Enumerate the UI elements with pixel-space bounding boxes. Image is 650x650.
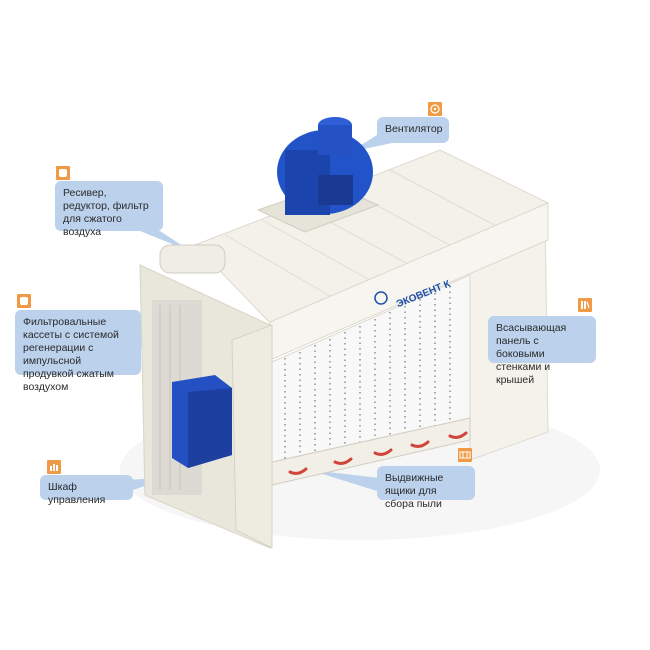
- control-cabinet: [188, 388, 232, 468]
- callout-fan: Вентилятор: [377, 117, 449, 143]
- callout-filters: Фильтровальные кассеты с системой регене…: [15, 310, 141, 393]
- receiver: [159, 244, 226, 274]
- callout-cabinet: Шкаф управления: [40, 475, 133, 506]
- callout-drawers: Выдвижные ящики для сбора пыли: [377, 466, 475, 510]
- fan: [277, 117, 373, 215]
- control-cabinet-icon: [47, 460, 61, 474]
- brand-logo: [374, 291, 388, 305]
- fan-icon: [428, 102, 442, 116]
- drawers-icon: [458, 448, 472, 462]
- callout-receiver: Ресивер, редуктор, фильтр для сжатого во…: [55, 181, 163, 238]
- callout-panel: Всасывающая панель с боковыми стенками и…: [488, 316, 596, 386]
- panel-icon: [578, 298, 592, 312]
- filter-cartridge-icon: [17, 294, 31, 308]
- cylinder-icon: [56, 166, 70, 180]
